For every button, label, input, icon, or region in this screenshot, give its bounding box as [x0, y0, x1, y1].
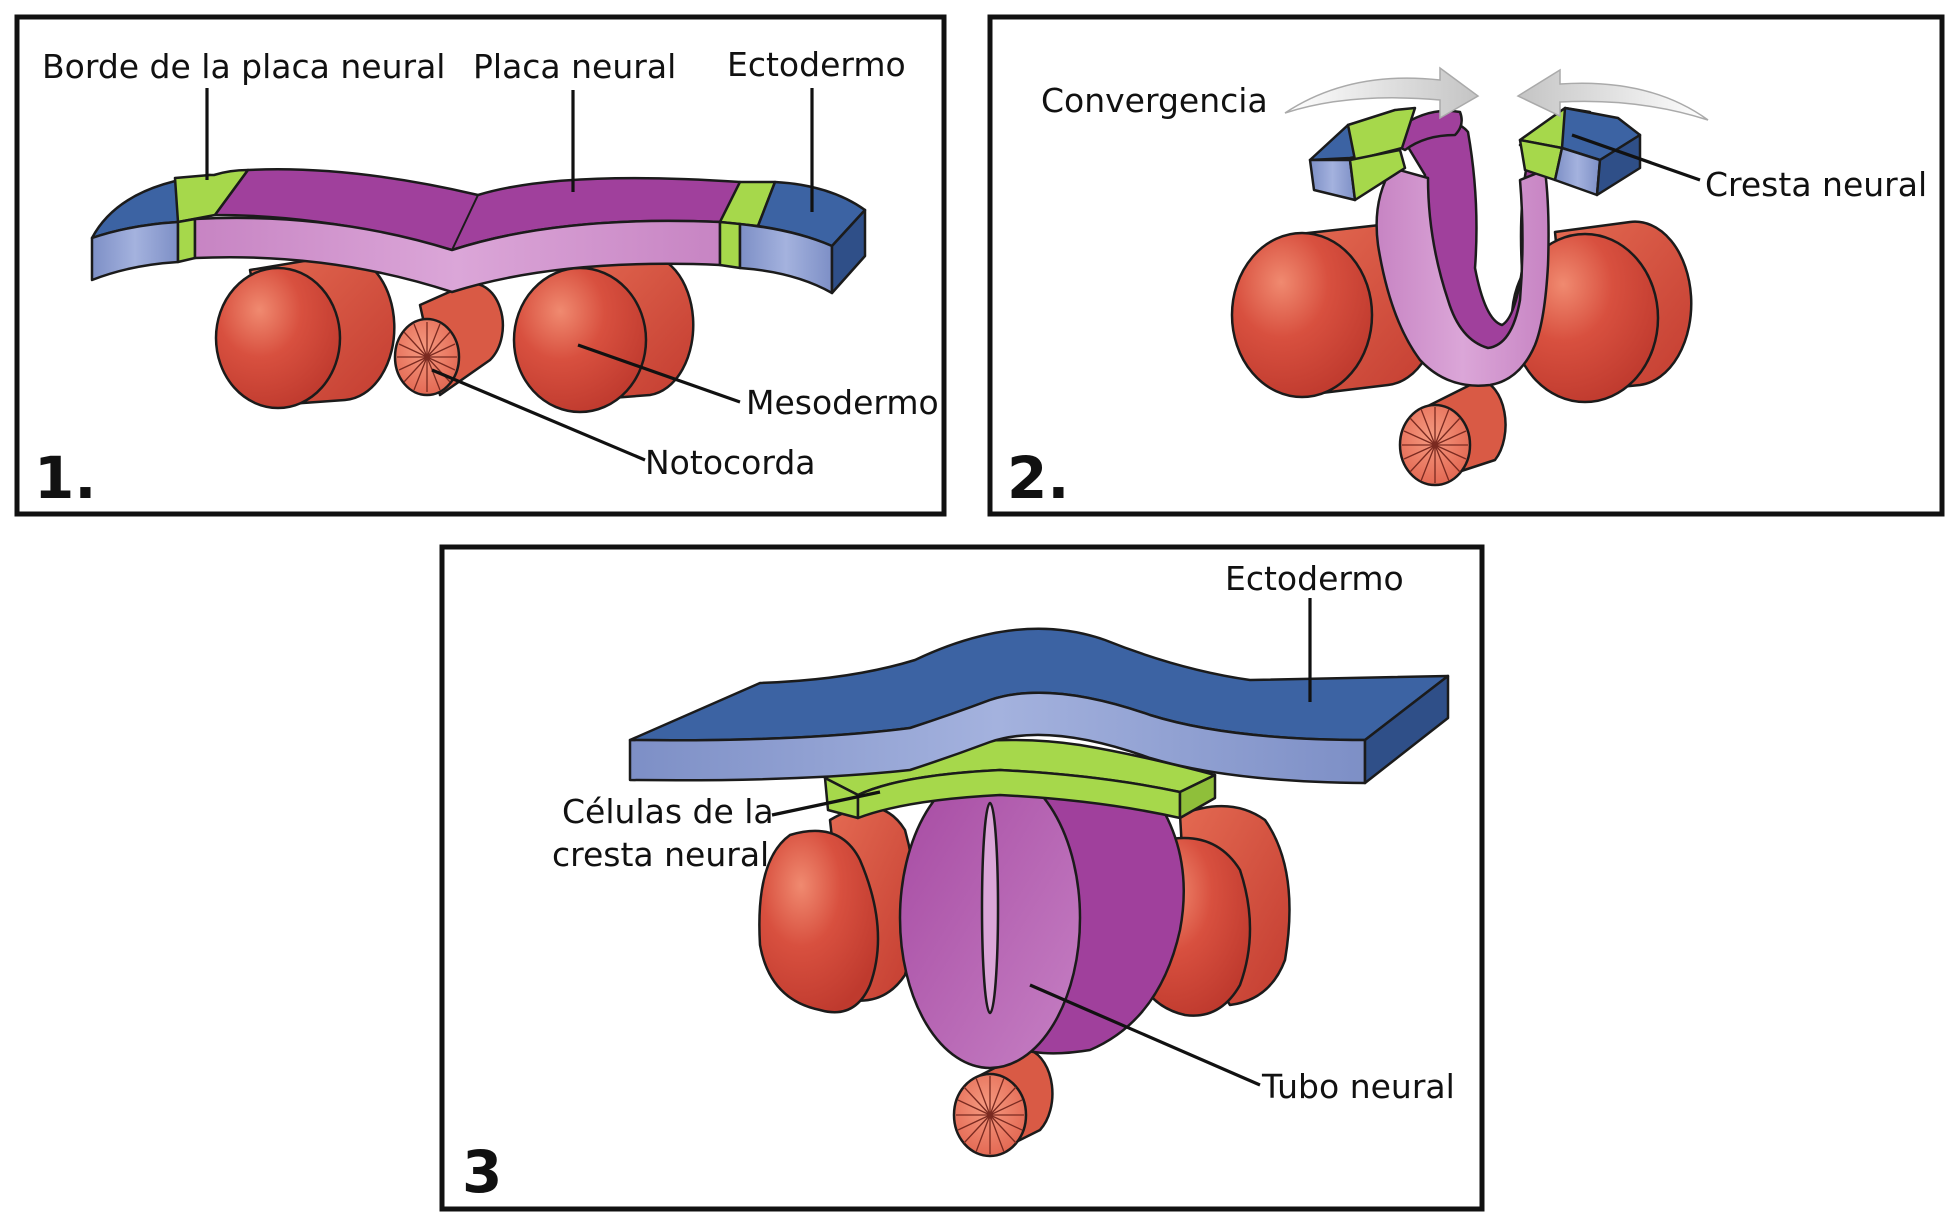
notochord-3	[952, 1048, 1054, 1158]
panel-2-number: 2.	[1007, 444, 1069, 512]
notochord-2	[1398, 378, 1507, 487]
neural-tube	[898, 766, 1185, 1070]
panel-3: Ectodermo Células de la cresta neural Tu…	[439, 544, 1485, 1212]
label-neural-plate-border: Borde de la placa neural	[42, 47, 445, 86]
leader-crest-cells	[771, 790, 881, 817]
label-notochord: Notocorda	[645, 443, 816, 482]
leader-mesoderm	[577, 343, 741, 404]
label-convergence: Convergencia	[1041, 81, 1268, 120]
convergence-arrow-left	[1516, 68, 1709, 121]
mesoderm-left	[214, 253, 396, 410]
label-neural-plate: Placa neural	[473, 47, 676, 86]
convergence-arrow-right	[1284, 66, 1480, 120]
mesoderm-right	[512, 253, 695, 414]
panel-3-number: 3	[462, 1138, 502, 1206]
panel-2: Convergencia Cresta neural 2.	[987, 14, 1945, 517]
leader-notochord	[431, 368, 646, 462]
label-ectoderm-1: Ectodermo	[727, 45, 906, 84]
label-neural-tube: Tubo neural	[1261, 1067, 1455, 1106]
neural-fold	[1308, 106, 1642, 387]
label-crest-cells-line2: cresta neural	[552, 835, 769, 874]
panel-1-number: 1.	[34, 444, 96, 512]
panel-1: Borde de la placa neural Placa neural Ec…	[14, 14, 947, 517]
neural-plate-slab	[90, 168, 867, 295]
panel-2-frame	[987, 14, 1945, 517]
ectoderm-sheet	[628, 627, 1450, 785]
panel-3-frame	[439, 544, 1485, 1212]
panel-1-frame	[14, 14, 947, 517]
mesoderm-left-3	[758, 805, 917, 1014]
label-ectoderm-3: Ectodermo	[1225, 559, 1404, 598]
label-mesoderm: Mesodermo	[746, 383, 939, 422]
label-crest-cells-line1: Células de la	[562, 792, 774, 831]
leader-neural-crest	[1571, 133, 1701, 182]
label-neural-crest: Cresta neural	[1705, 165, 1927, 204]
leader-neural-tube	[1029, 983, 1261, 1087]
